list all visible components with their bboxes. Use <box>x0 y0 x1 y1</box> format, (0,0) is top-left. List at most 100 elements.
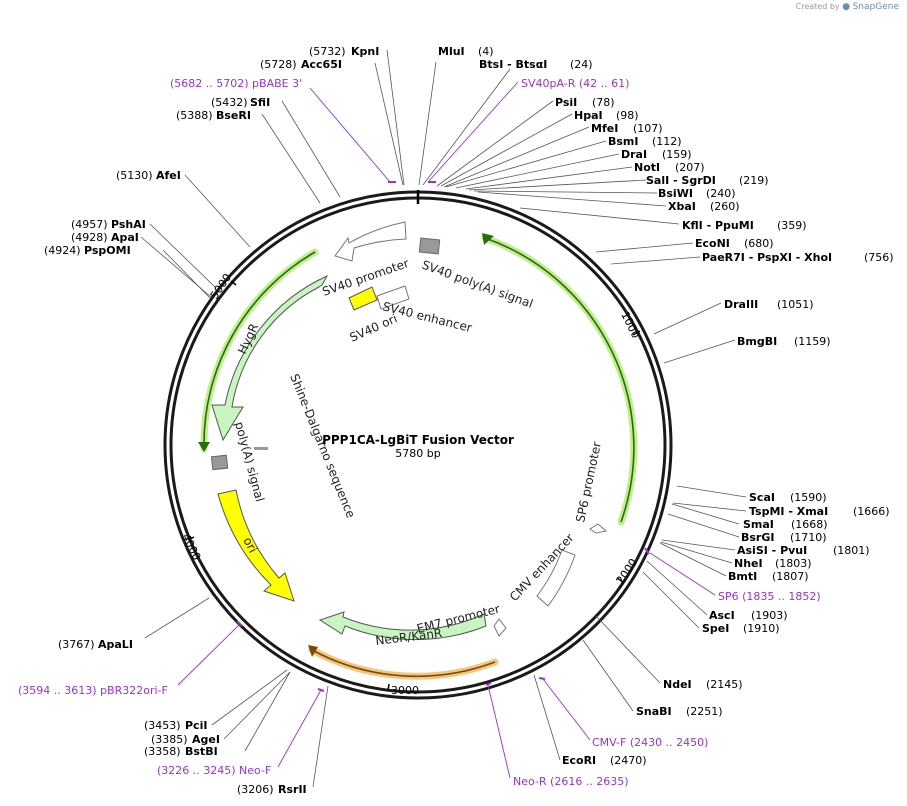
enzyme-pos-bmgbi: (1159) <box>794 335 831 348</box>
site-line-xbai <box>477 191 667 207</box>
created-by-text: Created by <box>795 2 840 11</box>
primer-mark-pbr322 <box>236 620 243 627</box>
primer-line-cmv-f <box>542 678 591 741</box>
feature-sv40-promoter <box>334 221 407 262</box>
enzyme-pos-paer7i: (756) <box>864 251 894 264</box>
orf-arc-right-line <box>484 237 635 523</box>
enzyme-pos-sfii: (5432) <box>211 96 248 109</box>
enzyme-name-acc65i: Acc65I <box>301 58 342 71</box>
enzyme-pos-btsi: (24) <box>570 58 593 71</box>
feature-sv40-ori <box>348 286 378 311</box>
orf-arc-bottom-line <box>311 649 496 678</box>
tick-label-1000: 1000 <box>618 310 642 341</box>
enzyme-pos-mlui: (4) <box>478 45 494 58</box>
feature-ori <box>217 489 295 602</box>
site-line-draiii <box>653 302 722 335</box>
primer-line-neo-f <box>277 689 322 768</box>
feature-em7-promoter <box>493 618 507 637</box>
orf-arc-left-head <box>198 442 210 452</box>
site-line-pcii <box>211 669 288 726</box>
enzyme-pos-draiii: (1051) <box>777 298 814 311</box>
site-line-afei <box>184 174 251 248</box>
site-line-sali <box>468 179 647 191</box>
site-line-nhei <box>660 541 733 564</box>
label-sv40-polya: SV40 poly(A) signal <box>420 258 535 311</box>
enzyme-pos-hpai: (98) <box>616 109 639 122</box>
orf-arc-left-line <box>203 251 316 450</box>
enzyme-name-bmti: BmtI <box>728 570 757 583</box>
snapgene-logo-text: SnapGene <box>852 2 899 12</box>
site-line-pspomi <box>162 249 211 299</box>
enzyme-name-kpni: KpnI <box>351 45 379 58</box>
site-line-spei <box>642 571 700 629</box>
primer-label-pbr322: (3594 .. 3613) pBR322ori-F <box>18 684 168 697</box>
primer-line-pbr322 <box>177 623 241 686</box>
site-line-bsmi <box>445 140 607 188</box>
enzyme-pos-snabi: (2251) <box>686 705 723 718</box>
site-line-drai <box>455 153 620 189</box>
enzyme-name-pcii: PciI <box>185 719 207 732</box>
site-line-acc65i <box>374 62 404 186</box>
enzyme-pos-bmti: (1807) <box>772 570 809 583</box>
enzyme-pos-pspomi: (4924) <box>44 244 81 257</box>
site-line-kfli <box>519 207 680 225</box>
primer-label-cmv-f: CMV-F (2430 .. 2450) <box>592 736 708 749</box>
plasmid-name: PPP1CA-LgBiT Fusion Vector <box>322 433 514 447</box>
enzyme-name-afei: AfeI <box>156 169 181 182</box>
site-line-ecori <box>533 674 561 761</box>
primer-mark-sp6 <box>644 547 650 555</box>
snapgene-brand: Created by ● SnapGene <box>796 2 899 12</box>
site-line-btsi <box>422 68 511 186</box>
ring-ticks <box>187 280 641 692</box>
site-lines <box>140 49 747 788</box>
site-line-bseri <box>261 113 321 204</box>
enzyme-pos-bsmi: (112) <box>652 135 682 148</box>
enzyme-pos-smai: (1668) <box>791 518 828 531</box>
site-line-bmgbi <box>663 339 736 364</box>
orf-arc-bottom-head <box>308 645 318 657</box>
site-line-bsiwi <box>473 190 658 194</box>
primer-label-pbabe: (5682 .. 5702) pBABE 3' <box>170 77 302 90</box>
site-line-sfii <box>281 100 341 198</box>
tick-mark-4000 <box>187 536 195 541</box>
enzyme-labels: (5732) KpnI (5728) Acc65I MluI (4) BtsI … <box>44 45 894 796</box>
enzyme-name-pspomi: PspOMI <box>84 244 131 257</box>
enzyme-name-hpai: HpaI <box>574 109 603 122</box>
label-ori: ori <box>240 535 260 555</box>
enzyme-name-apai: ApaI <box>111 231 139 244</box>
enzyme-pos-noti: (207) <box>675 161 705 174</box>
primer-label-neo-f: (3226 .. 3245) Neo-F <box>157 764 271 777</box>
feature-shine-dalgarno <box>254 447 268 450</box>
enzyme-name-sfii: SfiI <box>250 96 270 109</box>
site-line-hpai <box>440 113 573 187</box>
enzyme-name-scai: ScaI <box>749 491 775 504</box>
label-sv40-ori: SV40 ori <box>348 311 400 344</box>
enzyme-pos-asci: (1903) <box>751 609 788 622</box>
enzyme-pos-bsrgi: (1710) <box>790 531 827 544</box>
enzyme-name-ndei: NdeI <box>663 678 692 691</box>
primer-line-pbabe <box>309 87 391 183</box>
primer-line-sv40pa-r <box>427 81 519 183</box>
enzyme-name-xbai: XbaI <box>668 200 696 213</box>
enzyme-pos-pcii: (3453) <box>144 719 181 732</box>
enzyme-name-rsrii: RsrII <box>278 783 307 796</box>
enzyme-name-snabi: SnaBI <box>636 705 672 718</box>
site-line-bmti <box>659 542 727 577</box>
enzyme-pos-ndei: (2145) <box>706 678 743 691</box>
enzyme-pos-bsiwi: (240) <box>706 187 736 200</box>
primer-line-neo-r <box>487 684 511 779</box>
enzyme-name-ecori: EcoRI <box>562 754 596 767</box>
enzyme-pos-bstbi: (3358) <box>144 745 181 758</box>
enzyme-pos-econi: (680) <box>744 237 774 250</box>
primer-line-sp6 <box>649 552 716 596</box>
enzyme-pos-nhei: (1803) <box>775 557 812 570</box>
site-line-mfei <box>443 126 590 188</box>
site-line-asisi <box>661 539 736 551</box>
site-line-pshai <box>149 223 217 289</box>
site-line-bsrgi <box>667 513 740 538</box>
site-line-ndei <box>595 615 661 684</box>
enzyme-name-agei: AgeI <box>192 733 220 746</box>
primer-marks <box>236 181 650 692</box>
enzyme-pos-pshai: (4957) <box>71 218 108 231</box>
